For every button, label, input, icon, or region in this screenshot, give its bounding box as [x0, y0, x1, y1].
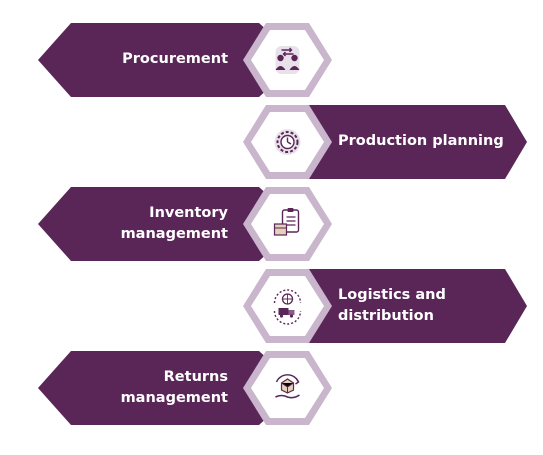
stage-inventory-management	[38, 187, 332, 261]
stage-production-planning-label: Production planning	[338, 133, 504, 149]
clipboard-box-icon	[273, 208, 300, 236]
stage-returns-management-label-line-2: management	[120, 390, 228, 406]
stage-returns-management-label-line-1: Returns	[163, 369, 228, 385]
people-exchange-icon	[275, 46, 300, 74]
globe-truck-icon	[273, 289, 302, 325]
stage-inventory-management-label-line-1: Inventory	[149, 205, 228, 221]
stage-logistics-distribution-hex	[251, 276, 324, 336]
stage-inventory-management-label: Inventory management	[121, 203, 228, 245]
stage-returns-management	[38, 351, 332, 425]
stage-logistics-distribution-banner	[259, 269, 527, 343]
stage-procurement	[38, 23, 332, 97]
stage-procurement-banner	[38, 23, 300, 97]
stage-returns-management-label: Returns management	[121, 367, 228, 409]
gear-clock-icon	[274, 129, 301, 155]
stage-procurement-label: Procurement	[122, 51, 228, 67]
stage-logistics-distribution-label-line-1: Logistics and	[338, 287, 446, 303]
stage-logistics-distribution-label: Logistics and distribution	[338, 285, 446, 327]
stage-returns-management-banner	[38, 351, 300, 425]
stage-production-planning-banner	[259, 105, 527, 179]
stage-inventory-management-banner	[38, 187, 300, 261]
stage-inventory-management-label-line-2: management	[120, 226, 228, 242]
hand-box-return-icon	[275, 374, 300, 399]
stage-logistics-distribution-label-line-2: distribution	[338, 308, 434, 324]
stage-production-planning	[243, 105, 527, 179]
stage-logistics-distribution	[243, 269, 527, 343]
